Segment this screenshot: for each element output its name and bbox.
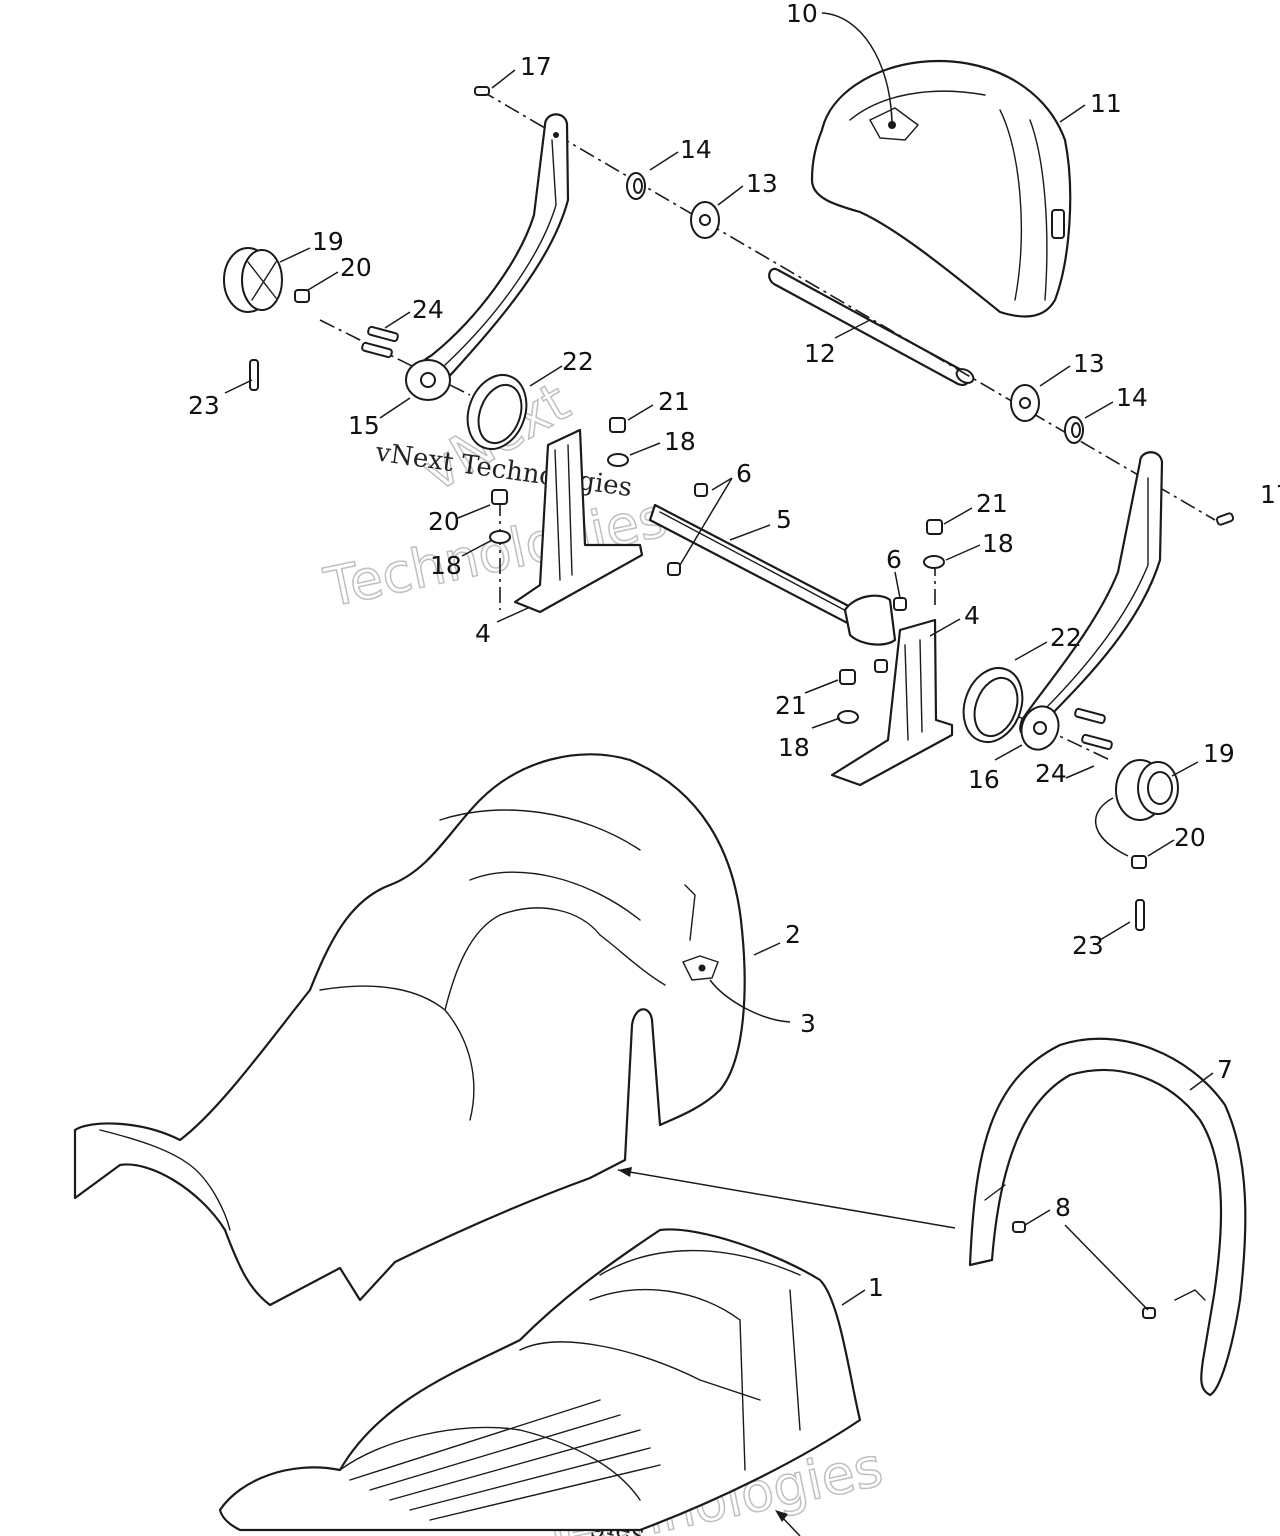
callout-13: 13: [746, 169, 778, 198]
washer-13-upper: [690, 201, 720, 239]
bushing-14-upper: [626, 172, 646, 200]
nut-6-d: [874, 659, 888, 673]
callout-14: 14: [1116, 383, 1148, 412]
arm-left: [405, 113, 570, 401]
axis-line: [479, 89, 1216, 521]
screw-24-left: [361, 325, 399, 359]
screw-24-right: [1074, 707, 1113, 751]
backrest-cushion: [810, 59, 1072, 318]
bolt-17-left: [474, 86, 490, 96]
nut-6-c: [893, 597, 907, 611]
bolt-17-right: [1215, 512, 1235, 526]
callout-24: 24: [412, 295, 444, 324]
callout-7: 7: [1217, 1055, 1233, 1084]
pin-23-left: [249, 359, 259, 391]
axis-line-right: [1014, 714, 1111, 761]
callout-14: 14: [680, 135, 712, 164]
leader-lines: [224, 12, 1214, 1536]
crossbar: [648, 503, 897, 646]
bracket-4-right: [830, 618, 954, 787]
seat-base: [218, 1228, 862, 1532]
callout-19: 19: [1203, 739, 1235, 768]
nut-6-a: [694, 483, 708, 497]
callout-2: 2: [785, 920, 801, 949]
callout-16: 16: [968, 765, 1000, 794]
callout-24: 24: [1035, 759, 1067, 788]
bushing-14-lower: [1064, 416, 1084, 444]
callout-20: 20: [340, 253, 372, 282]
callout-8: 8: [1055, 1193, 1071, 1222]
callout-23: 23: [188, 391, 220, 420]
callout-18: 18: [430, 551, 462, 580]
clip-20-right: [1131, 855, 1147, 869]
knob-19-right: [1115, 759, 1179, 821]
bracket-4-left: [513, 428, 644, 614]
callout-23: 23: [1072, 931, 1104, 960]
callout-21: 21: [775, 691, 807, 720]
callout-12: 12: [804, 339, 836, 368]
callout-22: 22: [1050, 623, 1082, 652]
callout-5: 5: [776, 505, 792, 534]
nut-21-a: [609, 417, 626, 433]
nut-21-d: [839, 669, 856, 685]
washer-18-c: [923, 555, 945, 569]
callout-21: 21: [976, 489, 1008, 518]
support-tube: [768, 267, 975, 386]
callout-22: 22: [562, 347, 594, 376]
washer-18-d: [837, 710, 859, 724]
nut-21-b: [491, 489, 508, 505]
arm-right: [1019, 451, 1164, 751]
callout-6: 6: [736, 459, 752, 488]
rivet-8-b: [1142, 1307, 1156, 1319]
leader-10: [821, 12, 893, 123]
callout-4: 4: [964, 601, 980, 630]
callout-18: 18: [778, 733, 810, 762]
callout-19: 19: [312, 227, 344, 256]
callout-1: 1: [868, 1273, 884, 1302]
callout-18: 18: [982, 529, 1014, 558]
rivet-8-a: [1012, 1221, 1026, 1233]
callout-labels: 10 11 17 14 13 19 20 24 22 12 13 23 14 1…: [188, 0, 1280, 1302]
callout-4: 4: [475, 619, 491, 648]
washer-18-b: [489, 530, 511, 544]
nut-6-b: [667, 562, 681, 576]
callout-18: 18: [664, 427, 696, 456]
knob-19-left: [223, 247, 283, 313]
callout-11: 11: [1090, 89, 1122, 118]
callout-21: 20: [428, 507, 460, 536]
callout-3: 3: [800, 1009, 816, 1038]
callout-13: 13: [1073, 349, 1105, 378]
washer-18-a: [607, 453, 629, 467]
seat-cover: [73, 753, 746, 1307]
back-trim: [968, 1037, 1247, 1397]
disc-22-right: [962, 667, 1024, 743]
callout-6: 6: [886, 545, 902, 574]
pin-23-right: [1135, 899, 1145, 931]
disc-22-left: [466, 374, 528, 450]
callout-17: 17: [520, 52, 552, 81]
callout-17: 17: [1260, 480, 1280, 509]
callout-20: 20: [1174, 823, 1206, 852]
callout-15: 15: [348, 411, 380, 440]
clip-20-left: [294, 289, 310, 303]
callout-10: 10: [786, 0, 818, 28]
callout-21: 21: [658, 387, 690, 416]
washer-13-lower: [1010, 384, 1040, 422]
nut-21-c: [926, 519, 943, 535]
